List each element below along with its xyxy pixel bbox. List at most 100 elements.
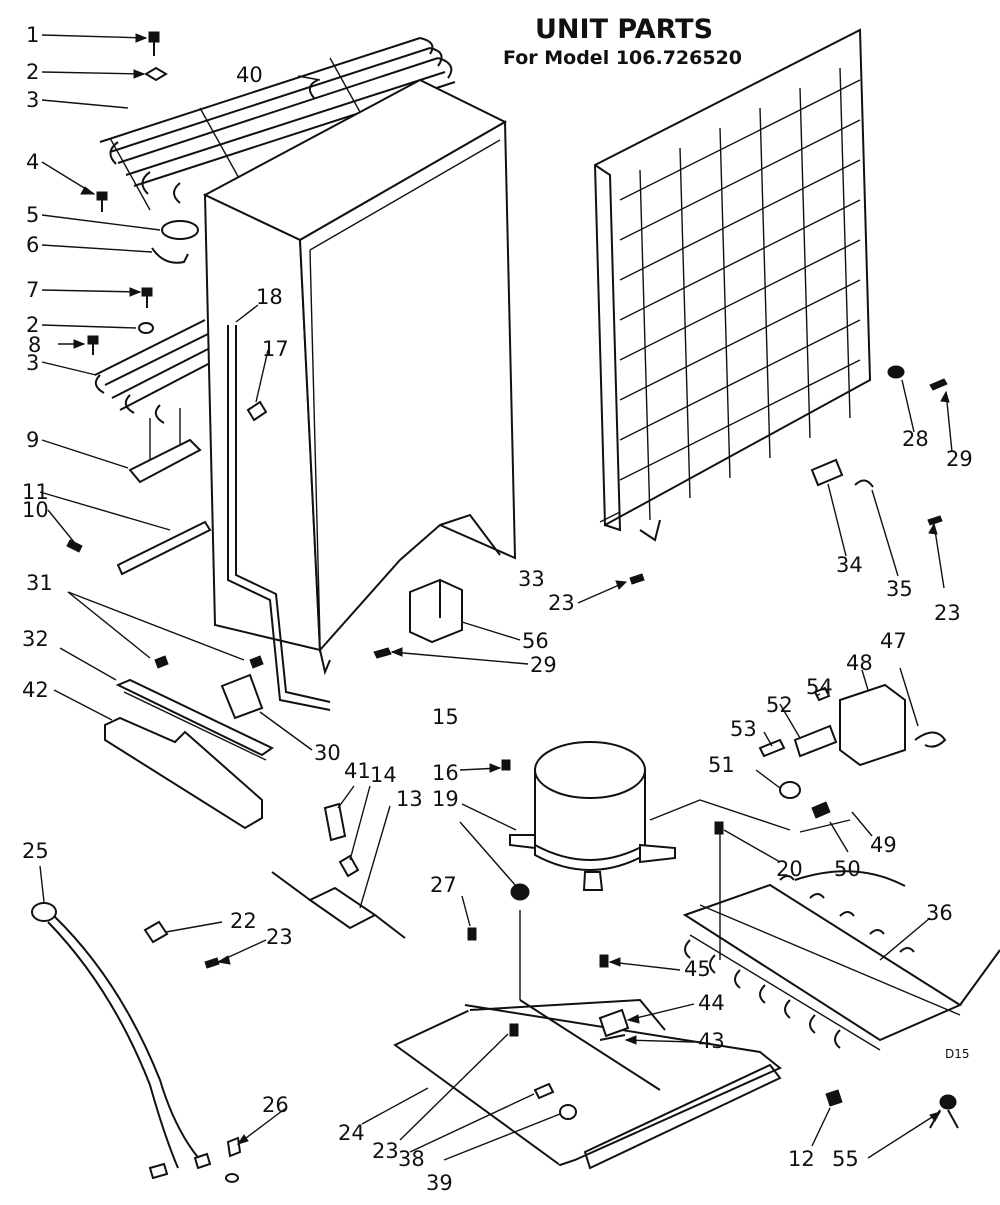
relay-cover-48 <box>839 683 906 767</box>
callout-27: 27 <box>430 873 457 897</box>
screw-27 <box>467 927 477 941</box>
diagram-subtitle: For Model 106.726520 <box>503 47 742 69</box>
screw-23-condenser <box>629 573 645 585</box>
callout-1: 1 <box>26 23 39 47</box>
callout-53: 53 <box>730 717 757 741</box>
rail-32 <box>115 678 274 757</box>
callout-23: 23 <box>548 591 575 615</box>
callout-3-lower: 3 <box>26 351 39 375</box>
screw-23-lower <box>204 957 220 969</box>
callout-48: 48 <box>846 651 873 675</box>
callout-23-lower: 23 <box>266 925 293 949</box>
callout-34: 34 <box>836 553 863 577</box>
callout-33: 33 <box>518 567 545 591</box>
grommet-39 <box>559 1104 577 1120</box>
leader-lines <box>39 34 953 1161</box>
drain-tube-18 <box>227 325 331 711</box>
callout-31: 31 <box>26 571 53 595</box>
screw-8 <box>87 335 99 355</box>
callout-25: 25 <box>22 839 49 863</box>
callout-23-base: 23 <box>372 1139 399 1163</box>
screw-23-right <box>927 515 943 526</box>
callout-40: 40 <box>236 63 263 87</box>
tube-43 <box>599 1034 626 1041</box>
clamp-6 <box>151 247 189 264</box>
callout-38: 38 <box>398 1147 425 1171</box>
callout-51: 51 <box>708 753 735 777</box>
callout-54: 54 <box>806 675 833 699</box>
callout-29-right: 29 <box>946 447 973 471</box>
base-plate-42 <box>104 716 263 830</box>
callout-49: 49 <box>870 833 897 857</box>
callout-16: 16 <box>432 761 459 785</box>
callout-15: 15 <box>432 705 459 729</box>
valve-44 <box>598 1008 630 1038</box>
grommet-19 <box>510 883 530 901</box>
callout-14: 14 <box>370 763 397 787</box>
screw-31-left <box>154 655 169 669</box>
callout-12: 12 <box>788 1147 815 1171</box>
callout-18: 18 <box>256 285 283 309</box>
callout-29: 29 <box>530 653 557 677</box>
wire-47 <box>914 731 947 748</box>
callout-23-right: 23 <box>934 601 961 625</box>
leader-arrowheads <box>73 33 950 1145</box>
callout-4: 4 <box>26 150 39 174</box>
plate-53 <box>758 738 786 758</box>
pin-41 <box>323 802 347 842</box>
callout-32: 32 <box>22 627 49 651</box>
clamp-51 <box>779 781 801 799</box>
screw-1 <box>148 31 160 56</box>
callout-24: 24 <box>338 1121 365 1145</box>
callout-labels: 1 2 3 4 5 6 7 2 8 3 9 11 10 31 32 42 40 … <box>22 23 973 1195</box>
base-pan-24 <box>393 998 782 1170</box>
nut-28 <box>887 365 905 379</box>
callout-50: 50 <box>834 857 861 881</box>
screw-31-right <box>249 655 264 669</box>
callout-9: 9 <box>26 428 39 452</box>
bracket-30 <box>220 673 264 720</box>
wire-to-coil <box>794 870 906 887</box>
box-56 <box>409 578 463 644</box>
washer-2-top <box>144 66 168 82</box>
callout-19: 19 <box>432 787 459 811</box>
part-12 <box>825 1089 843 1107</box>
clip-14 <box>338 854 360 878</box>
drain-tube-11 <box>116 520 212 576</box>
callout-43: 43 <box>698 1029 725 1053</box>
callout-47: 47 <box>880 629 907 653</box>
callout-30: 30 <box>314 741 341 765</box>
clip-35 <box>854 479 874 488</box>
diagram-title: UNIT PARTS <box>535 14 713 45</box>
lower-condenser-coil-36 <box>682 875 1000 1051</box>
filter-drier-13 <box>271 871 406 939</box>
callout-2: 2 <box>26 60 39 84</box>
screw-29-box <box>373 647 392 659</box>
screw-23-base <box>509 1023 519 1037</box>
callout-3: 3 <box>26 88 39 112</box>
part-55 <box>929 1094 959 1129</box>
callout-20: 20 <box>776 857 803 881</box>
callout-17: 17 <box>262 337 289 361</box>
cabinet-liner <box>202 78 517 676</box>
callout-52: 52 <box>766 693 793 717</box>
callout-13: 13 <box>396 787 423 811</box>
clip-40 <box>308 79 319 99</box>
clip-54 <box>813 686 831 702</box>
callout-10: 10 <box>22 498 49 522</box>
callout-35: 35 <box>886 577 913 601</box>
callout-36: 36 <box>926 901 953 925</box>
callout-6: 6 <box>26 233 39 257</box>
corner-code: D15 <box>945 1047 970 1061</box>
connector-26 <box>226 1136 242 1158</box>
callout-8: 8 <box>28 333 41 357</box>
callout-7: 7 <box>26 278 39 302</box>
upper-evaporator-coil <box>99 37 456 240</box>
lower-evaporator-coil <box>94 319 213 470</box>
callout-22: 22 <box>230 909 257 933</box>
callout-55: 55 <box>832 1147 859 1171</box>
condenser-coil <box>593 28 872 542</box>
screw-29-right <box>929 378 948 391</box>
